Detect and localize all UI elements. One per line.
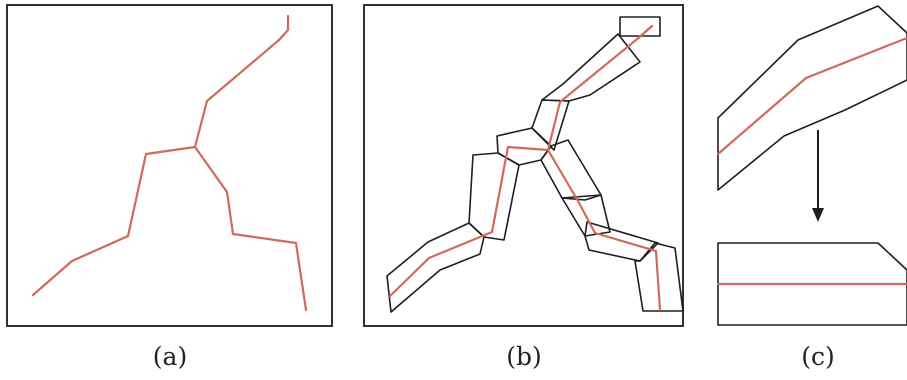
panel-b-skeleton-right-branch	[546, 148, 662, 312]
panel-b-segment-right-4	[634, 242, 684, 312]
panel-c: (c)	[716, 5, 907, 371]
panel-a-skeleton-left-branch	[31, 145, 197, 297]
panel-a-frame	[6, 4, 333, 327]
panel-b-segment-right-1	[540, 139, 602, 201]
panel-c-straightened-segment	[717, 242, 907, 326]
panel-b-segment-upper-2	[541, 33, 641, 102]
panel-c-arrow-head-icon	[812, 208, 824, 222]
panel-a: (a)	[6, 4, 333, 371]
panel-b-segment-right-3	[584, 221, 659, 262]
panel-b: (b)	[363, 4, 684, 371]
panel-c-caption: (c)	[801, 342, 835, 371]
panel-b-skeleton-left-branch	[388, 145, 550, 298]
panel-a-caption: (a)	[153, 342, 187, 371]
panel-b-frame	[363, 4, 684, 327]
panel-b-segment-right-2	[561, 194, 611, 237]
panel-b-segment-upper-3	[619, 16, 661, 37]
panel-a-skeleton-upper-branch	[193, 14, 290, 149]
panel-b-skeleton-upper-branch	[546, 24, 654, 152]
panel-c-bent-segment	[717, 5, 907, 191]
panel-c-bent-centerline	[716, 36, 907, 156]
panel-b-caption: (b)	[506, 342, 542, 371]
panel-b-segment-left-1	[386, 222, 485, 313]
panel-a-skeleton-right-branch	[193, 145, 308, 312]
